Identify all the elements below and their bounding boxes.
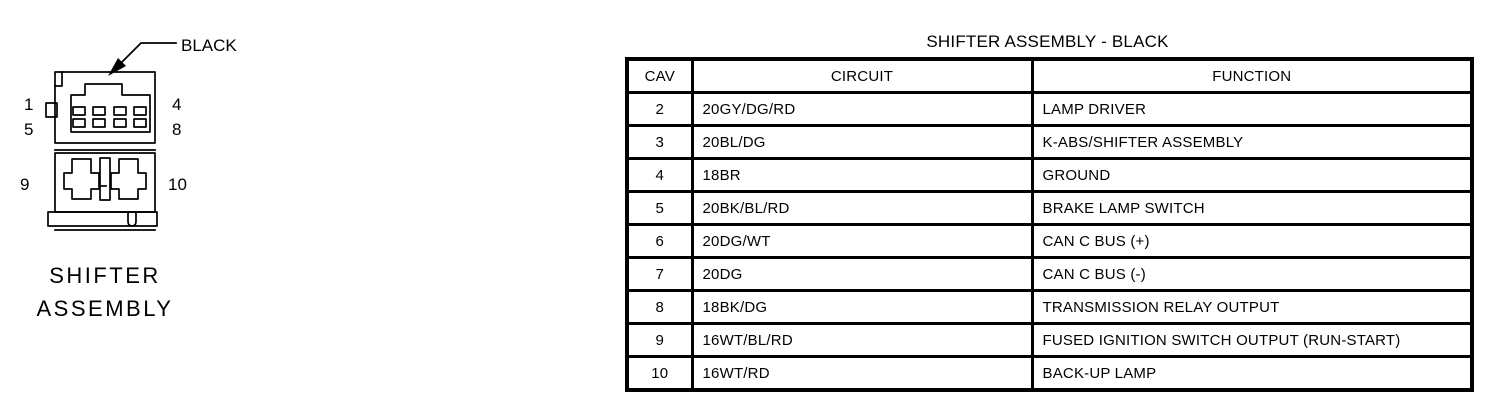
column-header-circuit: CIRCUIT: [690, 57, 1034, 94]
pinout-table: CAV CIRCUIT FUNCTION 2 20GY/DG/RD LAMP D…: [625, 57, 1474, 392]
cell-circuit: 20BK/BL/RD: [690, 190, 1034, 226]
cell-cav: 8: [625, 289, 694, 325]
table-title: SHIFTER ASSEMBLY - BLACK: [926, 32, 1169, 51]
table-row: 5 20BK/BL/RD BRAKE LAMP SWITCH: [625, 190, 1474, 226]
connector-keyway-outline: [70, 83, 151, 133]
cell-function: BACK-UP LAMP: [1030, 355, 1474, 392]
table-row: 9 16WT/BL/RD FUSED IGNITION SWITCH OUTPU…: [625, 322, 1474, 358]
cell-circuit: 18BK/DG: [690, 289, 1034, 325]
terminal-cavity-10: [110, 158, 147, 200]
pin-label-10: 10: [168, 175, 187, 194]
cell-circuit: 16WT/RD: [690, 355, 1034, 392]
table-row: 3 20BL/DG K-ABS/SHIFTER ASSEMBLY: [625, 124, 1474, 160]
cell-function: GROUND: [1030, 157, 1474, 193]
cell-cav: 3: [625, 124, 694, 160]
cell-circuit: 20GY/DG/RD: [690, 91, 1034, 127]
table-row: 8 18BK/DG TRANSMISSION RELAY OUTPUT: [625, 289, 1474, 325]
table-row: 7 20DG CAN C BUS (-): [625, 256, 1474, 292]
table-row: 2 20GY/DG/RD LAMP DRIVER: [625, 91, 1474, 127]
cell-cav: 10: [625, 355, 694, 392]
table-row: 4 18BR GROUND: [625, 157, 1474, 193]
cell-cav: 6: [625, 223, 694, 259]
cell-circuit: 18BR: [690, 157, 1034, 193]
cell-cav: 2: [625, 91, 694, 127]
cell-function: LAMP DRIVER: [1030, 91, 1474, 127]
cell-circuit: 16WT/BL/RD: [690, 322, 1034, 358]
cell-cav: 7: [625, 256, 694, 292]
pinout-table-area: SHIFTER ASSEMBLY - BLACK CAV CIRCUIT FUN…: [625, 32, 1474, 392]
cell-function: CAN C BUS (+): [1030, 223, 1474, 259]
connector-name-line2: ASSEMBLY: [37, 296, 174, 321]
cell-cav: 4: [625, 157, 694, 193]
pin-label-9: 9: [20, 175, 29, 194]
cell-function: FUSED IGNITION SWITCH OUTPUT (RUN-START): [1030, 322, 1474, 358]
table-header-row: CAV CIRCUIT FUNCTION: [625, 57, 1474, 94]
pin-label-1: 1: [24, 95, 33, 114]
cell-circuit: 20BL/DG: [690, 124, 1034, 160]
terminal-cavities-small: [72, 106, 147, 128]
center-rib: [99, 157, 111, 201]
connector-figure: BLACK 1 5 4 8 9 10 SHIFTER ASSEMBLY: [0, 0, 250, 340]
latch-notch: [127, 211, 137, 227]
cell-function: TRANSMISSION RELAY OUTPUT: [1030, 289, 1474, 325]
connector-lower-housing: [47, 152, 158, 231]
column-header-function: FUNCTION: [1030, 57, 1474, 94]
connector-base-band: [47, 211, 158, 227]
terminal-cavity-9: [63, 158, 100, 200]
pin-label-8: 8: [172, 120, 181, 139]
cell-circuit: 20DG: [690, 256, 1034, 292]
connector-side-tab: [45, 102, 58, 118]
color-callout-arrow: [108, 42, 177, 76]
connector-name-line1: SHIFTER: [49, 263, 161, 288]
table-row: 10 16WT/RD BACK-UP LAMP: [625, 355, 1474, 392]
column-header-cav: CAV: [625, 57, 694, 94]
pin-label-5: 5: [24, 120, 33, 139]
table-row: 6 20DG/WT CAN C BUS (+): [625, 223, 1474, 259]
cell-cav: 9: [625, 322, 694, 358]
connector-upper-housing: [45, 71, 156, 144]
cell-function: K-ABS/SHIFTER ASSEMBLY: [1030, 124, 1474, 160]
cell-circuit: 20DG/WT: [690, 223, 1034, 259]
cell-cav: 5: [625, 190, 694, 226]
connector-color-label: BLACK: [181, 36, 237, 55]
pin-label-4: 4: [172, 95, 181, 114]
shifter-connector-drawing: BLACK 1 5 4 8 9 10 SHIFTER ASSEMBLY: [20, 36, 237, 321]
cell-function: BRAKE LAMP SWITCH: [1030, 190, 1474, 226]
cell-function: CAN C BUS (-): [1030, 256, 1474, 292]
